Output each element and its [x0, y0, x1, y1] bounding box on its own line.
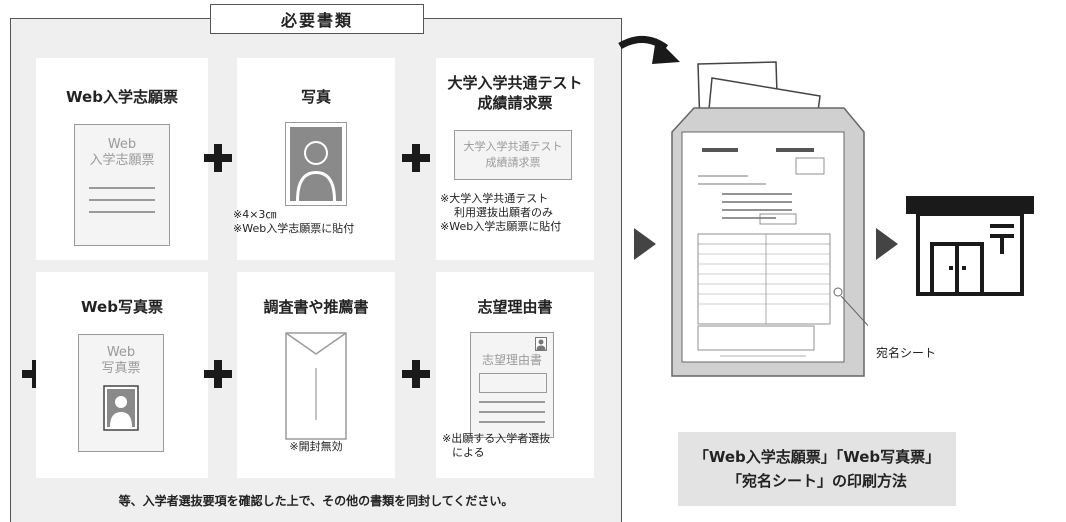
- icon-text: 入学志願票: [89, 153, 155, 168]
- card-photo: 写真 ※4×3㎝ ※Web入学志願票に貼付: [233, 58, 395, 260]
- plus-icon: [204, 144, 232, 172]
- arrow-right-icon: [634, 228, 656, 260]
- card-title: 大学入学共通テスト: [447, 74, 583, 92]
- note: による: [452, 446, 485, 459]
- icon-text: 志望理由書: [481, 353, 542, 367]
- card-survey: 調査書や推薦書 ※開封無効: [237, 272, 395, 478]
- envelope-icon: [285, 332, 347, 440]
- icon-text: 写真票: [101, 361, 141, 376]
- photo-icon: [285, 122, 347, 206]
- application-form-icon: Web 入学志願票: [74, 124, 170, 246]
- card-title: 成績請求票: [477, 94, 553, 112]
- print-method-link[interactable]: 「Web入学志願票」「Web写真票」 「宛名シート」の印刷方法: [678, 432, 956, 506]
- card-title: 調査書や推薦書: [263, 298, 369, 316]
- note: ※開封無効: [289, 440, 343, 453]
- card-title: 志望理由書: [477, 298, 553, 316]
- motivation-letter-icon: 志望理由書: [470, 332, 554, 438]
- note: ※Web入学志願票に貼付: [233, 222, 355, 235]
- card-web-photo: Web写真票 Web 写真票: [36, 272, 208, 478]
- footer-note: 等、入学者選抜要項を確認した上で、その他の書類を同封してください。: [118, 494, 514, 508]
- icon-text: Web: [106, 345, 136, 360]
- envelope-illustration: [671, 61, 868, 377]
- icon-text: 成績請求票: [485, 156, 541, 169]
- note: ※出願する入学者選抜: [442, 432, 551, 445]
- icon-text: 大学入学共通テスト: [463, 140, 563, 153]
- card-web-application: Web入学志願票 Web 入学志願票: [36, 58, 208, 260]
- score-request-icon: 大学入学共通テスト 成績請求票: [454, 130, 572, 180]
- required-documents-title: 必要書類: [210, 4, 424, 34]
- post-office-icon: [906, 196, 1034, 296]
- print-method-line: 「Web入学志願票」「Web写真票」: [693, 448, 941, 466]
- note: ※大学入学共通テスト: [440, 192, 549, 205]
- plus-icon: [402, 144, 430, 172]
- card-test-score: 大学入学共通テスト 成績請求票 大学入学共通テスト 成績請求票 ※大学入学共通テ…: [436, 58, 594, 260]
- address-sheet-label: 宛名シート: [876, 346, 937, 360]
- card-title: Web写真票: [81, 298, 163, 316]
- card-title: 写真: [300, 88, 331, 106]
- note: 利用選抜出願者のみ: [454, 206, 553, 219]
- note: ※4×3㎝: [233, 208, 277, 221]
- curved-arrow-icon: [618, 36, 680, 64]
- print-method-line: 「宛名シート」の印刷方法: [726, 472, 907, 490]
- icon-text: Web: [107, 137, 137, 152]
- photo-form-icon: Web 写真票: [78, 334, 164, 452]
- plus-icon: [402, 360, 430, 388]
- plus-icon: [204, 360, 232, 388]
- note: ※Web入学志願票に貼付: [440, 220, 562, 233]
- card-title: Web入学志願票: [66, 88, 178, 106]
- card-motivation: 志望理由書 志望理由書 ※出願する入学者選抜 による: [436, 272, 594, 478]
- arrow-right-icon: [876, 228, 898, 260]
